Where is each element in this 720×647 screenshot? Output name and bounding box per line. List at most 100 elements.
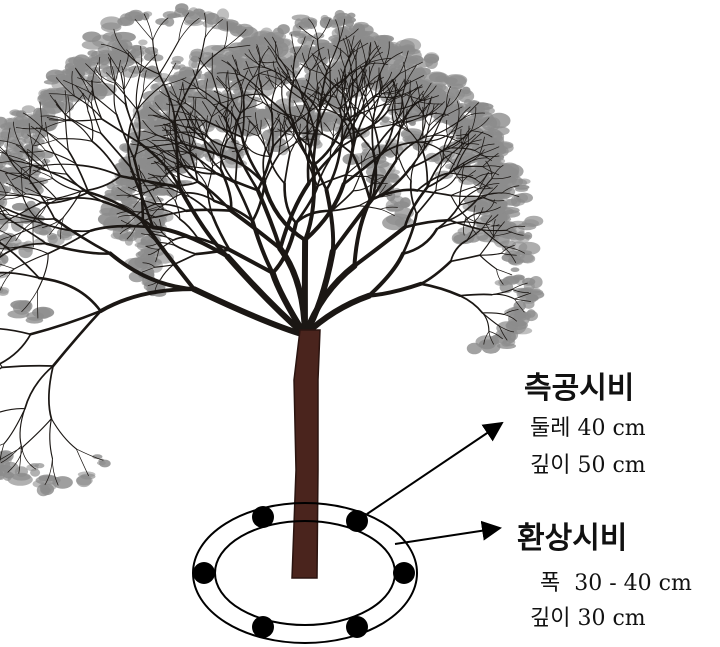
- leaf-cluster: [65, 63, 75, 72]
- tree-branch: [37, 291, 38, 319]
- leaf-cluster: [136, 252, 145, 258]
- tree-branch: [37, 254, 48, 291]
- fertilizer-hole-icon: [252, 506, 274, 528]
- leaf-cluster: [138, 40, 147, 46]
- tree-branch: [436, 178, 455, 191]
- tree-branch: [0, 409, 25, 417]
- tree-branch: [483, 313, 500, 326]
- tree-branch: [451, 255, 480, 261]
- tree-branch: [76, 449, 88, 476]
- tree-foliage: [0, 3, 544, 496]
- arrow-icon: [367, 423, 502, 514]
- tree-branch: [497, 269, 512, 275]
- tree-branch: [285, 153, 290, 183]
- tree-branch: [64, 191, 82, 217]
- tree-branch: [2, 366, 53, 368]
- tree-branch: [0, 334, 31, 368]
- tree-illustration: [0, 3, 544, 578]
- leaf-cluster: [347, 13, 355, 19]
- tree-branch: [50, 419, 53, 459]
- leaf-cluster: [122, 69, 139, 78]
- leaf-cluster: [240, 27, 258, 40]
- tree-branch: [330, 69, 331, 98]
- leaf-cluster: [511, 267, 520, 272]
- tree-branch: [483, 313, 504, 315]
- tree-branch: [0, 328, 31, 334]
- tree-branch: [480, 255, 497, 269]
- tree-branch: [492, 294, 515, 299]
- leaf-cluster: [498, 227, 518, 237]
- tree-branch: [49, 366, 53, 419]
- leaf-cluster: [29, 139, 40, 148]
- tree-branch: [483, 230, 507, 231]
- tree-branch: [58, 139, 92, 142]
- leaf-cluster: [331, 44, 347, 51]
- leaf-cluster: [99, 460, 111, 468]
- leaf-cluster: [171, 61, 181, 65]
- leaf-cluster: [512, 179, 527, 187]
- leaf-cluster: [32, 307, 54, 318]
- fertilizer-hole-icon: [252, 616, 274, 638]
- fertilizer-hole-icon: [193, 562, 215, 584]
- tree-branch: [51, 419, 76, 449]
- fertilizer-hole-icon: [346, 510, 368, 532]
- tree-branch: [101, 289, 195, 311]
- ring-fertilization-depth: 깊이 30 cm: [530, 600, 646, 632]
- leaf-cluster: [501, 340, 510, 346]
- ring-fertilization-width: 폭 30 - 40 cm: [540, 565, 692, 597]
- arrow-icon: [395, 528, 500, 544]
- leaf-cluster: [155, 95, 164, 103]
- leaf-cluster: [8, 123, 24, 134]
- leaf-cluster: [406, 74, 421, 84]
- tree-branch: [70, 119, 92, 141]
- leaf-cluster: [179, 67, 194, 77]
- tree-branch: [175, 245, 196, 254]
- tree-branch: [423, 112, 424, 137]
- leaf-cluster: [39, 230, 49, 236]
- leaf-cluster: [184, 20, 204, 26]
- leaf-cluster: [292, 15, 310, 21]
- tree-branch: [48, 171, 89, 192]
- leaf-cluster: [134, 15, 143, 22]
- leaf-cluster: [141, 239, 148, 245]
- tree-branch: [173, 254, 196, 265]
- tree-branch: [14, 254, 48, 269]
- fertilizer-hole-icon: [393, 562, 415, 584]
- tree-branch: [49, 145, 66, 174]
- leaf-cluster: [76, 476, 93, 486]
- leaf-cluster: [12, 473, 31, 481]
- fertilizer-hole-icon: [346, 616, 368, 638]
- tree-branch: [0, 367, 2, 389]
- leaf-cluster: [496, 330, 510, 339]
- tree-branch: [359, 206, 381, 210]
- tree-branch: [23, 419, 51, 447]
- leaf-cluster: [13, 301, 31, 315]
- leaf-cluster: [335, 10, 345, 19]
- leaf-cluster: [306, 19, 317, 29]
- leaf-cluster: [492, 175, 508, 187]
- tree-branch: [421, 284, 460, 296]
- side-fertilization-depth: 깊이 50 cm: [530, 447, 646, 479]
- side-fertilization-circumference: 둘레 40 cm: [530, 410, 646, 442]
- leaf-cluster: [175, 3, 188, 13]
- tree-branch: [39, 278, 100, 311]
- leaf-cluster: [26, 464, 38, 471]
- tree-branch: [270, 156, 285, 183]
- tree-branch: [4, 409, 25, 444]
- leaf-cluster: [386, 204, 404, 211]
- leaf-cluster: [273, 27, 284, 39]
- tree-branch: [460, 296, 483, 313]
- leaf-cluster: [145, 196, 159, 201]
- tree-branch: [480, 253, 502, 255]
- ring-fertilization-title: 환상시비: [517, 513, 627, 557]
- tree-branch: [417, 191, 436, 214]
- tree-branch: [285, 184, 296, 223]
- leaf-cluster: [392, 55, 404, 60]
- side-fertilization-title: 측공시비: [524, 363, 634, 407]
- leaf-cluster: [37, 484, 50, 496]
- tree-branch: [327, 190, 334, 252]
- tree-branch: [460, 294, 492, 295]
- leaf-cluster: [47, 235, 58, 244]
- leaf-cluster: [14, 186, 28, 194]
- tree-branch: [121, 74, 126, 105]
